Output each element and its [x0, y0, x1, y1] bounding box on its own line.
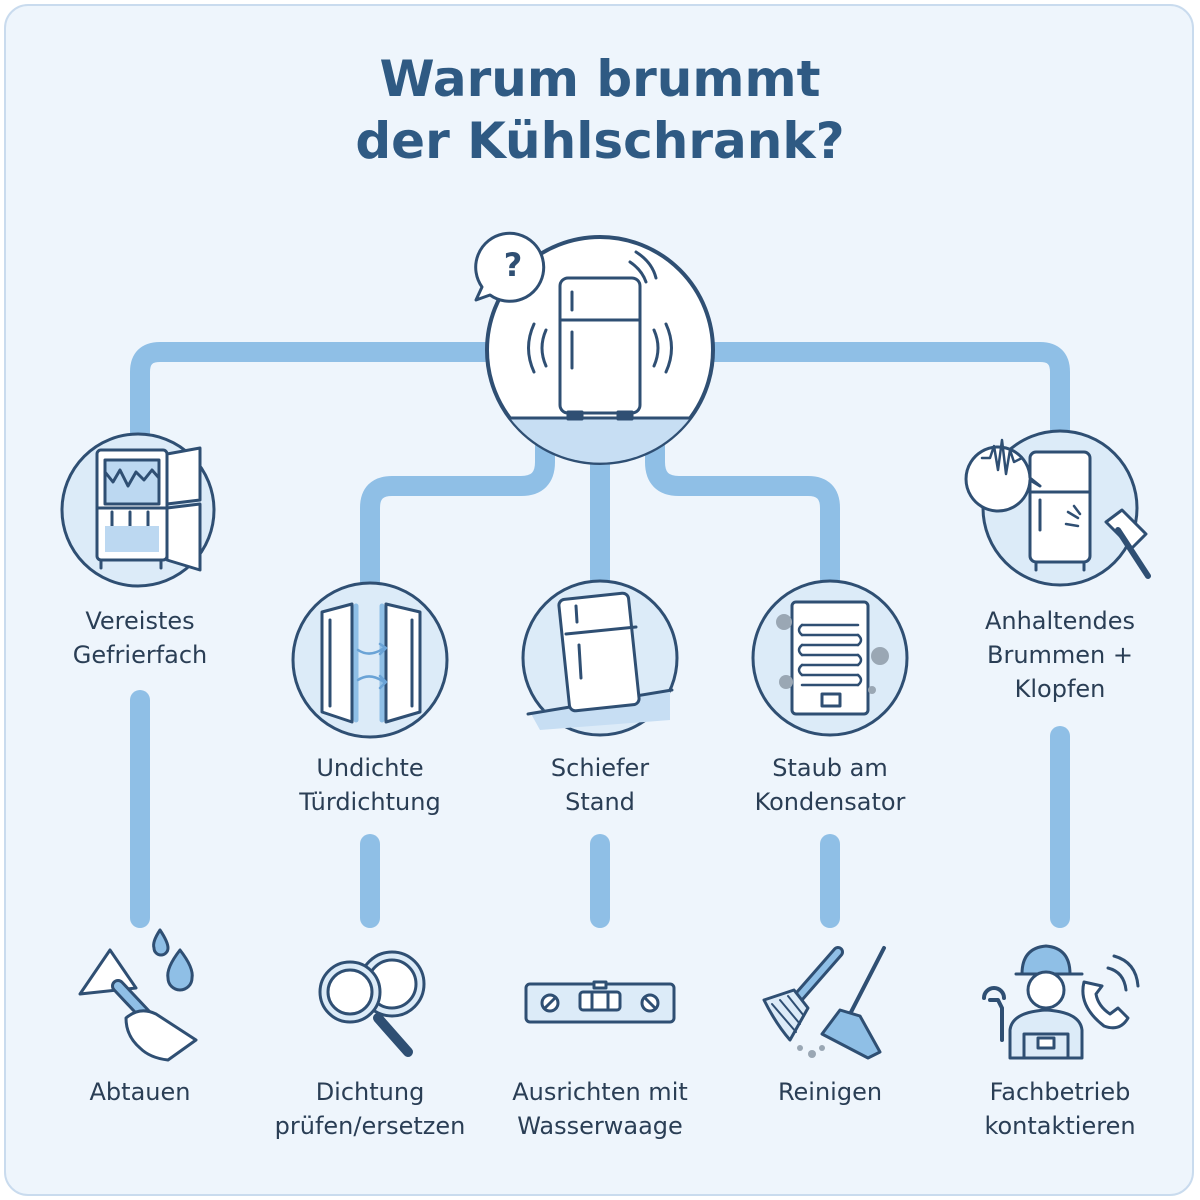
- tilted-fridge-icon: [521, 579, 679, 737]
- humming-fridge-question-icon: ?: [474, 231, 715, 465]
- connector-center-to-cause-4: [645, 435, 840, 600]
- solution-2-label-line: prüfen/ersetzen: [274, 1112, 466, 1140]
- scraper-hand-icon: [78, 928, 198, 1062]
- magnifier-seal-icon: [318, 950, 426, 1057]
- cause-5-label: Anhaltendes Brummen + Klopfen: [940, 604, 1180, 706]
- cause-5-label-line: Klopfen: [1014, 675, 1106, 703]
- cause-2-label-line: Türdichtung: [299, 788, 441, 816]
- cause-2-label: Undichte Türdichtung: [250, 751, 490, 819]
- solution-1-label-line: Abtauen: [89, 1078, 191, 1106]
- cause-1-label: Vereistes Gefrierfach: [20, 604, 260, 672]
- cause-1-label-line: Gefrierfach: [72, 641, 208, 669]
- title-line-2: der Kühlschrank?: [355, 112, 845, 170]
- connector-center-to-cause-1: [130, 342, 500, 446]
- cause-3-label-line: Schiefer: [550, 754, 650, 782]
- connector-center-to-cause-2: [360, 435, 555, 600]
- solution-4-label-line: Reinigen: [777, 1078, 883, 1106]
- solution-3-label: Ausrichten mit Wasserwaage: [480, 1075, 720, 1143]
- solution-2-label: Dichtung prüfen/ersetzen: [250, 1075, 490, 1143]
- solution-5-label-line: kontaktieren: [984, 1112, 1136, 1140]
- solution-4-label: Reinigen: [710, 1075, 950, 1109]
- fridge-knocking-icon: [964, 429, 1151, 587]
- cause-4-label-line: Kondensator: [754, 788, 906, 816]
- solution-3-label-line: Ausrichten mit: [512, 1078, 688, 1106]
- solution-3-label-line: Wasserwaage: [517, 1112, 683, 1140]
- cause-3-label-line: Stand: [565, 788, 635, 816]
- connector-center-to-cause-5: [700, 342, 1070, 446]
- cause-5-label-line: Brummen +: [986, 641, 1133, 669]
- svg-text:?: ?: [504, 246, 523, 284]
- cause-2-label-line: Undichte: [316, 754, 424, 782]
- cause-4-label-line: Staub am: [772, 754, 888, 782]
- page-title: Warum brummt der Kühlschrank?: [0, 48, 1200, 172]
- technician-phone-icon: [982, 944, 1140, 1060]
- title-line-1: Warum brummt: [379, 50, 821, 108]
- connectors: [130, 342, 1070, 928]
- cause-5-label-line: Anhaltendes: [984, 607, 1136, 635]
- cause-3-label: Schiefer Stand: [480, 751, 720, 819]
- solution-5-label: Fachbetrieb kontaktieren: [940, 1075, 1180, 1143]
- cause-1-label-line: Vereistes: [85, 607, 195, 635]
- iced-freezer-icon: [60, 432, 216, 588]
- solution-2-label-line: Dichtung: [315, 1078, 425, 1106]
- door-seal-icon: [291, 581, 449, 739]
- spirit-level-icon: [524, 980, 676, 1024]
- cause-4-label: Staub am Kondensator: [710, 751, 950, 819]
- solution-5-label-line: Fachbetrieb: [989, 1078, 1131, 1106]
- solution-1-label: Abtauen: [20, 1075, 260, 1109]
- broom-vacuum-icon: [762, 946, 886, 1060]
- dusty-condenser-icon: [751, 579, 909, 737]
